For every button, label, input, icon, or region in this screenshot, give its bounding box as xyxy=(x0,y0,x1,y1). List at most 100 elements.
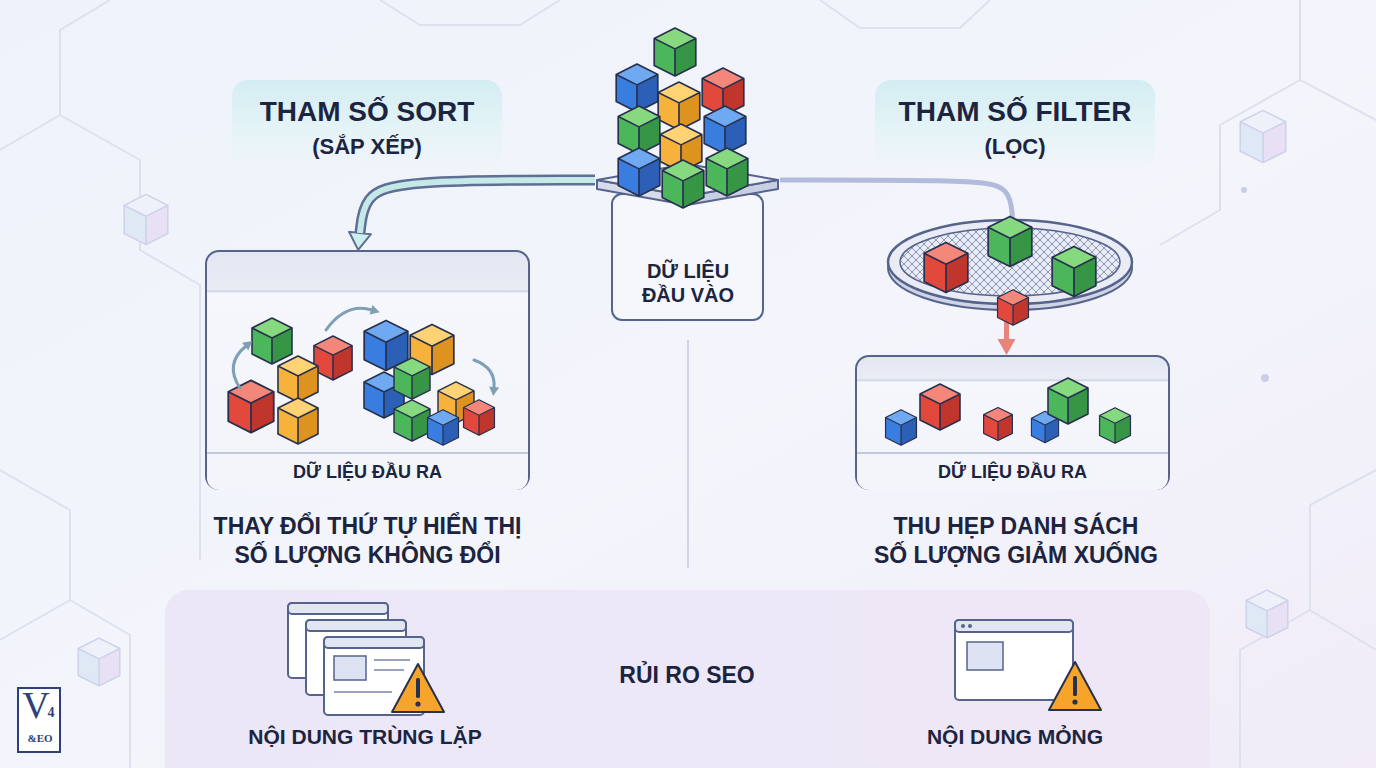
decor-polyline xyxy=(0,470,70,640)
platform-box xyxy=(612,194,763,320)
decor-use xyxy=(394,358,430,399)
divider-line xyxy=(687,340,689,568)
decor-polyline xyxy=(1310,470,1376,650)
decor-use xyxy=(618,148,660,196)
decor-ellipse xyxy=(900,228,1120,296)
decor-polyline xyxy=(1300,0,1376,120)
connector xyxy=(360,180,595,233)
box-label: DỮ LIỆU ĐẦU RA xyxy=(207,452,528,490)
decor-use xyxy=(278,398,318,444)
decor-rect xyxy=(1073,676,1077,696)
decor-use xyxy=(1048,378,1088,424)
decor-use xyxy=(252,318,292,364)
grid-dot xyxy=(1241,187,1247,193)
decor-use xyxy=(278,356,318,402)
decor-rect xyxy=(288,603,388,678)
risk-band: RỦI RO SEO NỘI DUNG TRÙNG LẶP NỘI DUNG MỎN… xyxy=(165,590,1210,768)
box-label: DỮ LIỆU ĐẦU VÀO xyxy=(628,259,748,307)
decor-use xyxy=(988,216,1032,266)
decor-use xyxy=(364,372,404,418)
decor-use xyxy=(924,242,968,292)
decor-cube xyxy=(1246,590,1288,638)
connector xyxy=(780,180,1013,339)
decor-rect xyxy=(288,603,388,614)
decor-rect xyxy=(955,620,1073,700)
decor-rect xyxy=(306,620,406,695)
band-title: RỦI RO SEO xyxy=(537,662,837,690)
risk-label: NỘI DUNG TRÙNG LẶP xyxy=(215,724,515,749)
decor-use xyxy=(658,82,700,130)
decor-rect xyxy=(955,620,1073,632)
decor-polyline xyxy=(1160,80,1300,245)
decor-rect xyxy=(967,642,1003,670)
decor-rect xyxy=(416,678,420,698)
input-platform: DỮ LIỆU ĐẦU VÀO xyxy=(595,150,780,322)
decor-use xyxy=(428,410,459,446)
decor-path xyxy=(326,308,372,330)
decor-use xyxy=(364,320,408,370)
decor-polyline xyxy=(70,600,130,768)
platform-top xyxy=(597,164,778,196)
decor-line xyxy=(374,659,410,661)
filter-sieve xyxy=(888,216,1132,325)
risk-label: NỘI DUNG MỎNG xyxy=(865,724,1165,749)
result-note: THU HẸP DANH SÁCH SỐ LƯỢNG GIẢM XUỐNG xyxy=(866,512,1166,570)
flow-line xyxy=(780,180,1013,220)
decor-polyline xyxy=(60,115,200,560)
decor-use xyxy=(1100,408,1131,444)
decor-use xyxy=(654,28,696,76)
logo-word: &EO xyxy=(18,733,62,744)
input-cube-stack xyxy=(616,28,748,208)
heading-title: THAM SỐ SORT xyxy=(232,95,502,129)
decor-use xyxy=(410,324,454,374)
drop-arrow xyxy=(1004,311,1009,339)
decor-path xyxy=(233,346,246,388)
decor-polyline xyxy=(820,0,990,28)
heading-subtitle: (SẮP XẾP) xyxy=(232,134,502,160)
thin-page-icon xyxy=(955,620,1101,710)
arrow-outline xyxy=(360,180,595,233)
duplicate-pages-icon xyxy=(288,603,444,715)
decor-path xyxy=(474,360,494,388)
arrow-fill xyxy=(360,180,595,233)
heading-box: THAM SỐ FILTER(LỌC) xyxy=(875,80,1155,168)
decor-use xyxy=(438,382,474,423)
decor-cube xyxy=(1240,110,1285,162)
decor-line xyxy=(334,691,392,693)
decor-circle xyxy=(1072,699,1077,704)
heading-box: THAM SỐ SORT (SẮP XẾP) xyxy=(232,80,502,168)
decor-cube xyxy=(124,194,168,244)
decor-rect xyxy=(334,656,366,680)
decor-polygon xyxy=(1049,662,1101,710)
decor-circle xyxy=(961,624,965,628)
output-tray: DỮ LIỆU ĐẦU RA xyxy=(855,355,1170,490)
decor-use xyxy=(702,68,744,116)
grid-dot xyxy=(1261,374,1269,382)
box-label: DỮ LIỆU ĐẦU RA xyxy=(857,452,1168,490)
decor-use xyxy=(886,410,917,446)
decor-use xyxy=(984,407,1013,440)
decor-ellipse xyxy=(888,220,1132,304)
decor-use xyxy=(616,64,658,112)
decor-rect xyxy=(306,620,406,631)
decor-polygon xyxy=(392,664,444,712)
decor-use xyxy=(464,400,495,436)
decor-use xyxy=(998,290,1029,326)
decor-use xyxy=(618,106,660,154)
decor-use xyxy=(314,336,352,380)
decor-circle xyxy=(968,624,972,628)
filtered-cubes xyxy=(886,378,1131,445)
decor-circle xyxy=(415,701,420,706)
heading-subtitle: (LỌC) xyxy=(875,134,1155,160)
decor-use xyxy=(662,160,704,208)
decor-polyline xyxy=(0,0,110,150)
decor-use xyxy=(1052,246,1096,296)
decor-use xyxy=(228,380,273,432)
decor-use xyxy=(1031,411,1058,442)
decor-use xyxy=(706,148,748,196)
decor-use xyxy=(660,124,702,172)
decor-use xyxy=(394,400,430,441)
decor-cube xyxy=(78,638,120,686)
